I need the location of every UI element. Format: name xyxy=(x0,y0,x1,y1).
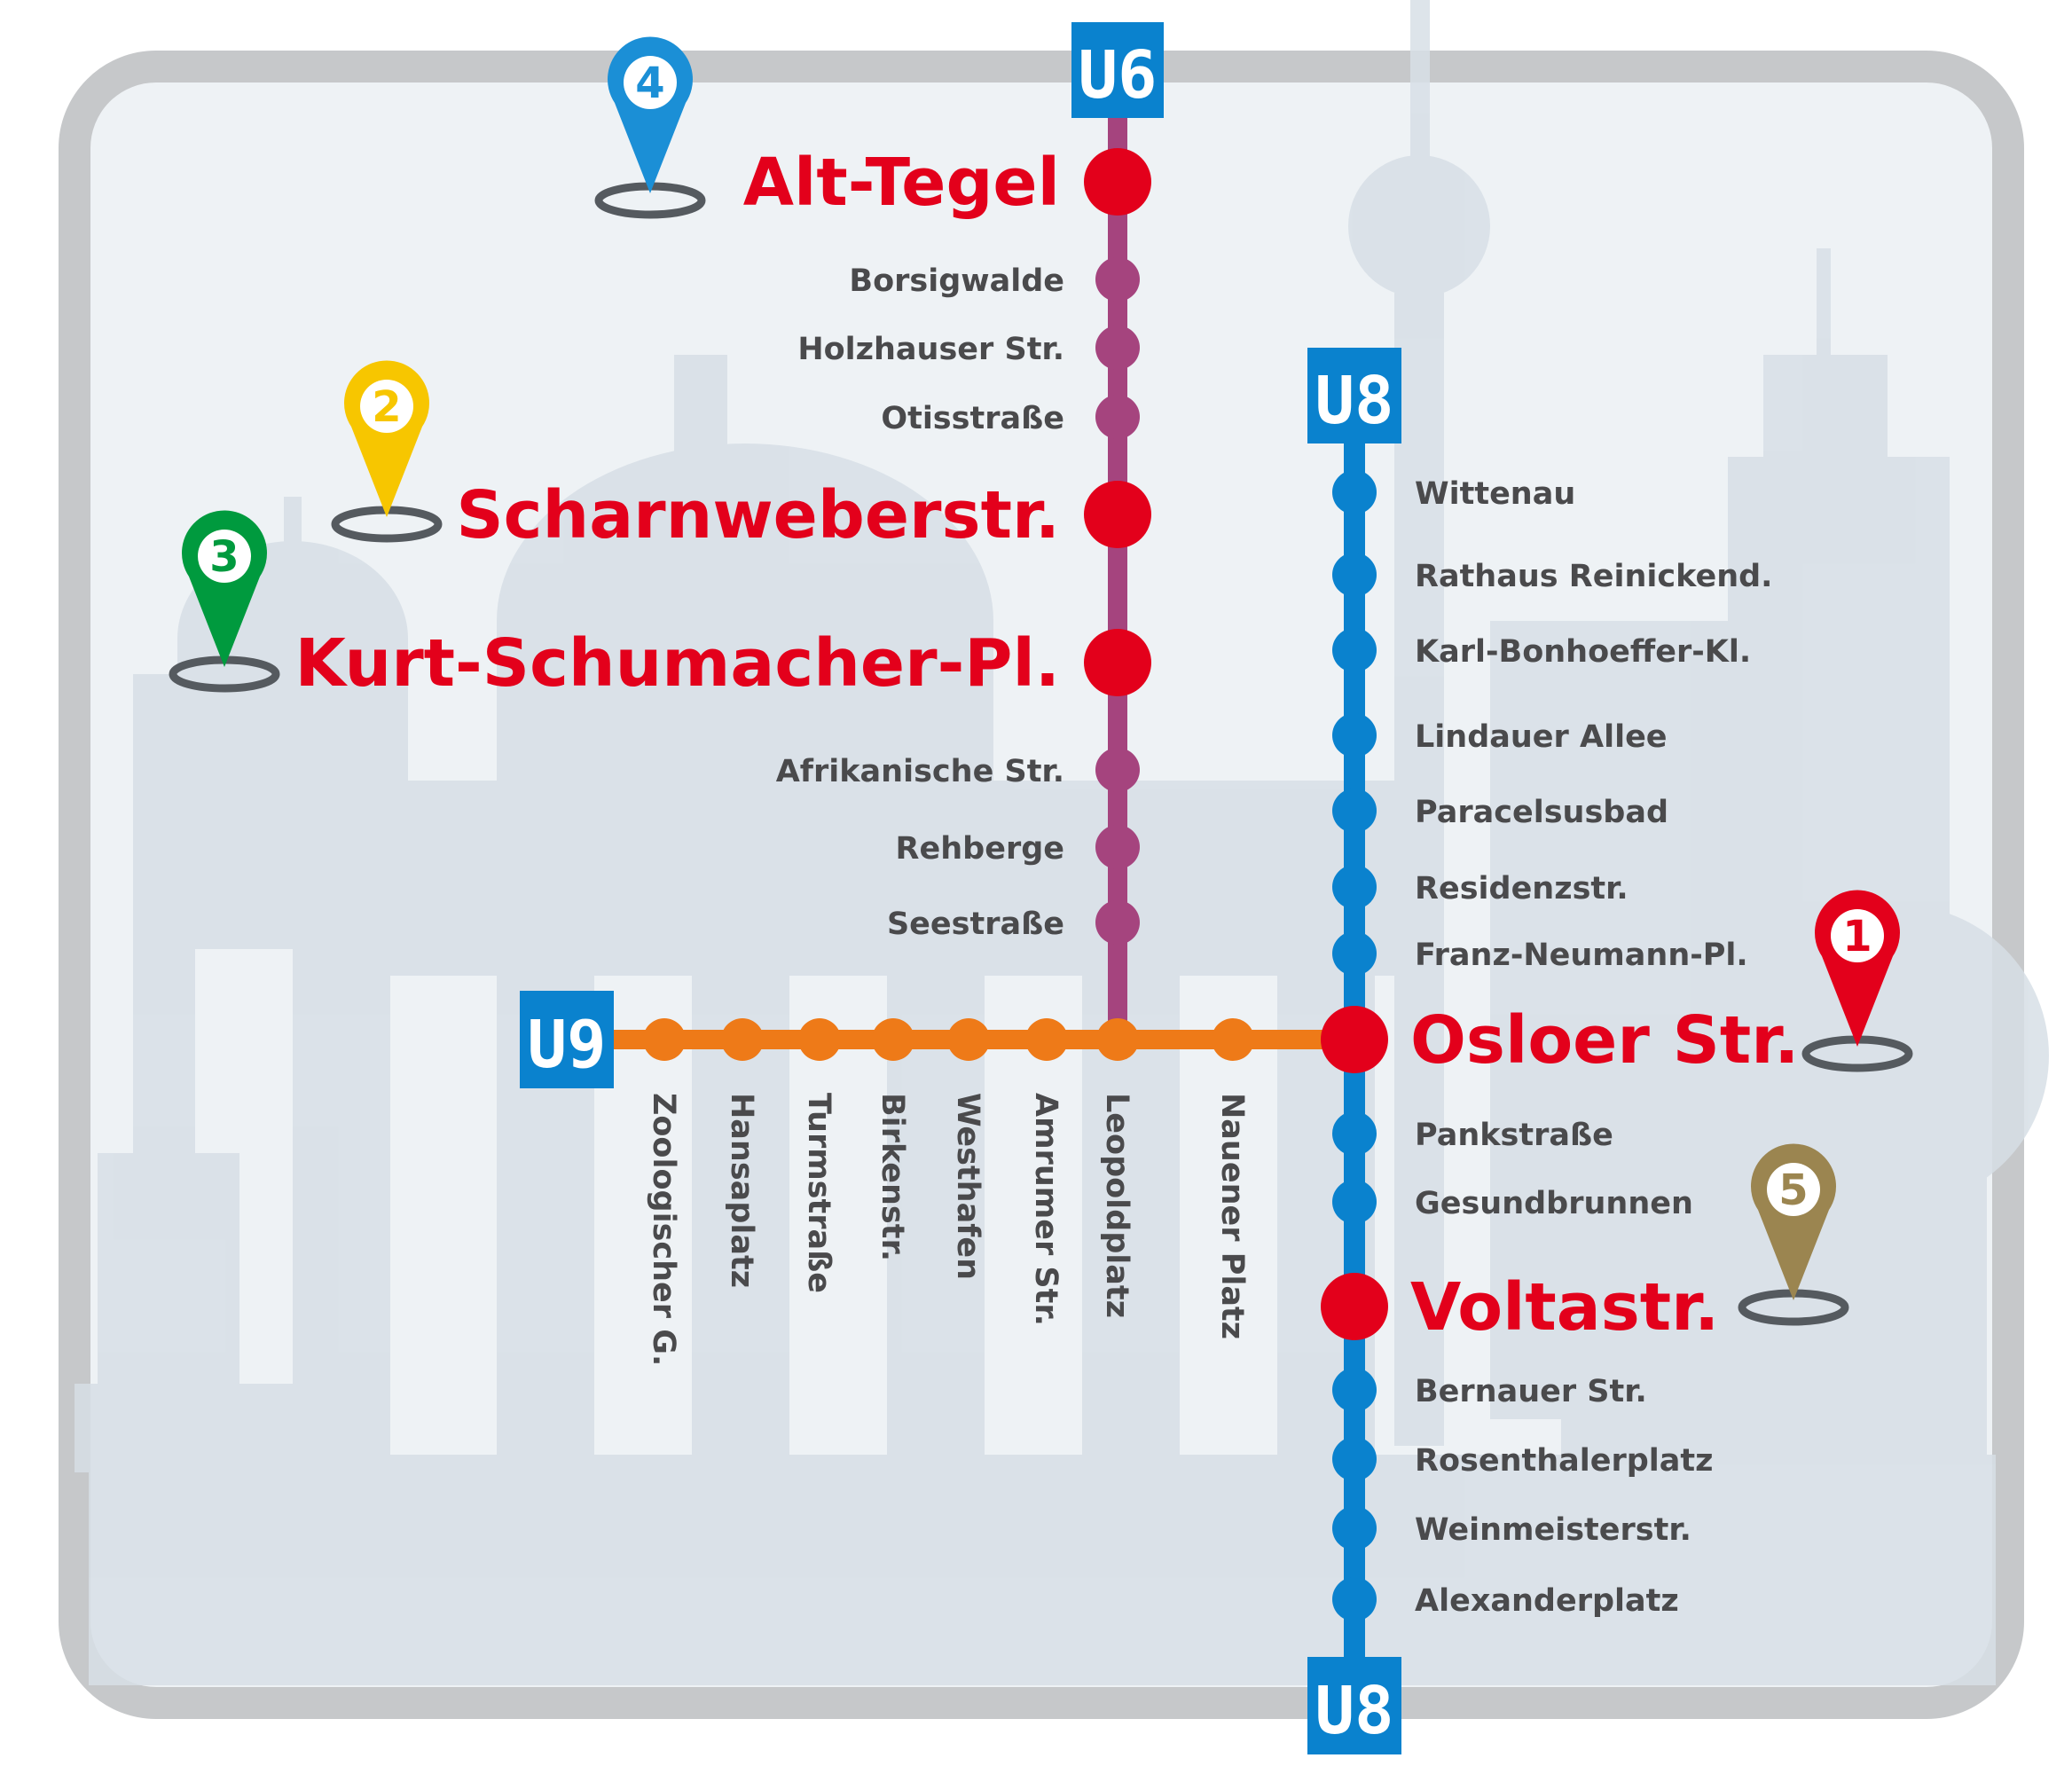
pin-number: 3 xyxy=(209,532,239,582)
station-label-karl-bonhoeffer-kl: Karl-Bonhoeffer-Kl. xyxy=(1415,634,1751,670)
station-dot-rehberge[interactable] xyxy=(1095,825,1140,869)
station-label-nauener-platz: Nauener Platz xyxy=(1214,1093,1250,1339)
station-dot-seestra-e[interactable] xyxy=(1095,900,1140,945)
location-pins: 1 2 3 4 5 xyxy=(169,36,1913,1326)
station-label-borsigwalde: Borsigwalde xyxy=(849,263,1064,299)
station-label-alt-tegel: Alt-Tegel xyxy=(743,145,1060,221)
station-label-lindauer-allee: Lindauer Allee xyxy=(1415,719,1668,755)
pin-1-osloer-str[interactable]: 1 xyxy=(1801,890,1913,1072)
station-label-voltastr: Voltastr. xyxy=(1410,1269,1719,1346)
station-label-amrumer-str: Amrumer Str. xyxy=(1028,1093,1063,1326)
station-dot-karl-bonhoeffer-kl[interactable] xyxy=(1332,628,1377,672)
u6-badge[interactable]: U6 xyxy=(1071,22,1164,118)
station-label-rosenthalerplatz: Rosenthalerplatz xyxy=(1415,1443,1714,1479)
u8-badge-top-label: U8 xyxy=(1315,363,1393,439)
station-label-scharnweberstr: Scharnweberstr. xyxy=(456,477,1060,553)
station-label-wittenau: Wittenau xyxy=(1415,476,1575,512)
station-label-turmstra-e: Turmstraße xyxy=(801,1093,836,1293)
station-label-gesundbrunnen: Gesundbrunnen xyxy=(1415,1186,1693,1221)
pin-inner-circle xyxy=(198,530,251,583)
station-label-zoologischer-g: Zoologischer G. xyxy=(646,1093,681,1366)
station-dot-westhafen[interactable] xyxy=(947,1018,990,1061)
station-dot-hansaplatz[interactable] xyxy=(721,1018,764,1061)
pin-inner-circle xyxy=(1767,1163,1820,1216)
station-dot-rosenthalerplatz[interactable] xyxy=(1332,1437,1377,1481)
station-label-bernauer-str: Bernauer Str. xyxy=(1415,1374,1647,1409)
station-dot-turmstra-e[interactable] xyxy=(798,1018,841,1061)
station-dot-birkenstr[interactable] xyxy=(872,1018,914,1061)
station-label-holzhauser-str: Holzhauser Str. xyxy=(797,332,1064,367)
station-dot-scharnweberstr[interactable] xyxy=(1084,481,1151,548)
station-label-birkenstr: Birkenstr. xyxy=(875,1093,910,1261)
station-label-weinmeisterstr: Weinmeisterstr. xyxy=(1415,1512,1691,1548)
station-dot-leopoldplatz[interactable] xyxy=(1096,1018,1139,1061)
pin-number: 4 xyxy=(635,59,664,108)
station-dot-otisstra-e[interactable] xyxy=(1095,395,1140,439)
pin-inner-circle xyxy=(1831,909,1884,962)
station-dot-pankstra-e[interactable] xyxy=(1332,1111,1377,1156)
pin-number: 1 xyxy=(1842,912,1872,961)
u9-badge-label: U9 xyxy=(527,1007,606,1083)
station-dot-alt-tegel[interactable] xyxy=(1084,148,1151,216)
pin-3-kurt-schumacher-pl[interactable]: 3 xyxy=(169,510,280,693)
station-dot-voltastr[interactable] xyxy=(1321,1273,1388,1340)
station-dot-zoologischer-g[interactable] xyxy=(643,1018,686,1061)
station-label-paracelsusbad: Paracelsusbad xyxy=(1415,795,1668,830)
station-dot-rathaus-reinickend[interactable] xyxy=(1332,553,1377,597)
station-label-osloer-str: Osloer Str. xyxy=(1410,1002,1799,1079)
station-dot-residenzstr[interactable] xyxy=(1332,865,1377,909)
station-dot-wittenau[interactable] xyxy=(1332,470,1377,514)
station-dot-borsigwalde[interactable] xyxy=(1095,257,1140,302)
station-label-rehberge: Rehberge xyxy=(896,831,1064,867)
station-dot-holzhauser-str[interactable] xyxy=(1095,326,1140,370)
u9-badge[interactable]: U9 xyxy=(520,991,614,1088)
station-label-westhafen: Westhafen xyxy=(950,1093,985,1280)
station-dot-amrumer-str[interactable] xyxy=(1025,1018,1068,1061)
station-label-rathaus-reinickend: Rathaus Reinickend. xyxy=(1415,559,1772,594)
station-dot-lindauer-allee[interactable] xyxy=(1332,713,1377,757)
pin-2-scharnweberstr[interactable]: 2 xyxy=(331,360,443,543)
pin-4-alt-tegel[interactable]: 4 xyxy=(594,36,706,219)
station-label-pankstra-e: Pankstraße xyxy=(1415,1118,1613,1153)
station-label-otisstra-e: Otisstraße xyxy=(881,401,1064,436)
station-dot-kurt-schumacher-pl[interactable] xyxy=(1084,629,1151,696)
pin-inner-circle xyxy=(624,56,677,109)
station-label-franz-neumann-pl: Franz-Neumann-Pl. xyxy=(1415,938,1748,973)
station-label-hansaplatz: Hansaplatz xyxy=(724,1093,759,1288)
station-dot-osloer-str[interactable] xyxy=(1321,1006,1388,1073)
u8-badge-bottom-label: U8 xyxy=(1315,1673,1393,1749)
berlin-skyline-silhouette xyxy=(75,0,2049,1685)
pin-5-voltastr[interactable]: 5 xyxy=(1738,1143,1849,1326)
station-dot-afrikanische-str[interactable] xyxy=(1095,748,1140,792)
station-label-leopoldplatz: Leopoldplatz xyxy=(1099,1093,1134,1318)
pin-number: 5 xyxy=(1778,1166,1808,1215)
pin-inner-circle xyxy=(360,380,413,433)
station-label-kurt-schumacher-pl: Kurt-Schumacher-Pl. xyxy=(294,625,1060,702)
u8-badge-top[interactable]: U8 xyxy=(1307,348,1401,443)
station-dot-gesundbrunnen[interactable] xyxy=(1332,1180,1377,1224)
station-label-seestra-e: Seestraße xyxy=(887,907,1064,942)
pin-number: 2 xyxy=(372,382,401,432)
u6-badge-label: U6 xyxy=(1078,37,1157,114)
station-dot-weinmeisterstr[interactable] xyxy=(1332,1506,1377,1550)
station-label-afrikanische-str: Afrikanische Str. xyxy=(776,754,1064,789)
station-label-residenzstr: Residenzstr. xyxy=(1415,871,1629,907)
station-dot-franz-neumann-pl[interactable] xyxy=(1332,931,1377,976)
u8-badge-bottom[interactable]: U8 xyxy=(1307,1657,1401,1754)
station-label-alexanderplatz: Alexanderplatz xyxy=(1415,1583,1679,1619)
station-dot-bernauer-str[interactable] xyxy=(1332,1368,1377,1412)
station-dot-nauener-platz[interactable] xyxy=(1212,1018,1254,1061)
station-dot-paracelsusbad[interactable] xyxy=(1332,789,1377,833)
u9-stations: Zoologischer G. Hansaplatz Turmstraße Birke… xyxy=(643,1018,1254,1366)
station-dot-alexanderplatz[interactable] xyxy=(1332,1577,1377,1621)
